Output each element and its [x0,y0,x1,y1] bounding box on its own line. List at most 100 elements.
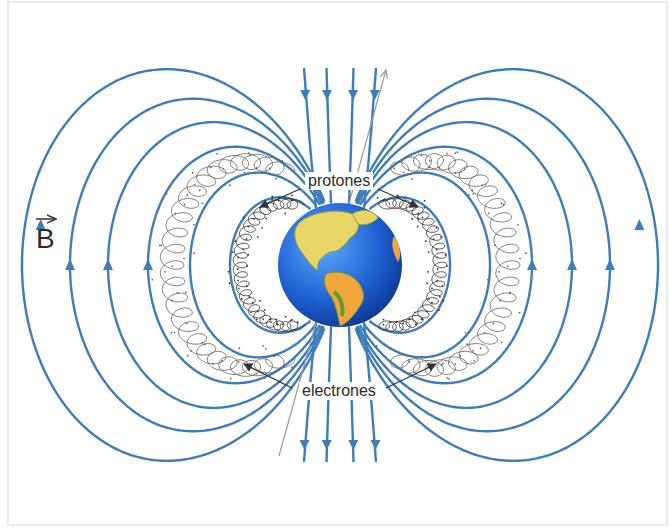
particle [223,168,225,170]
particle [439,167,441,169]
particle [257,236,259,238]
particle [192,172,194,174]
field-arrow [300,90,310,100]
forest [334,292,343,316]
particle [471,189,473,191]
particle [228,271,230,273]
earth-globe [278,203,402,327]
particle [256,318,258,320]
vector-arrow [36,218,56,220]
particle [446,153,448,155]
particle [428,167,430,169]
particle [499,300,501,302]
particle [193,252,195,254]
particle [171,300,173,302]
particle [442,300,444,302]
particle [472,350,474,352]
particle [459,355,461,357]
particle [440,236,442,238]
particle [447,377,449,379]
particle [257,311,259,313]
particle [433,238,435,240]
particle [235,240,237,242]
particle [415,324,417,326]
particle [383,324,385,326]
particle [454,152,456,154]
particle [183,258,185,260]
field-arrow [567,259,577,270]
particle [247,226,249,228]
field-arrow [348,440,358,450]
particle [253,218,255,220]
particle [277,324,279,326]
frame [8,2,667,525]
particle [237,280,239,282]
particle [269,168,271,170]
particle [248,363,250,365]
particle [262,345,264,347]
particle [414,311,416,313]
particle [519,258,521,260]
particle [264,377,266,379]
field-lines [22,68,658,462]
particle [262,151,264,153]
field-arrow [371,440,381,450]
particle [230,378,232,380]
particle [418,218,420,220]
particle [265,348,267,350]
field-arrow [527,259,537,270]
particle [151,279,153,281]
particle [395,321,397,323]
particle [409,361,411,363]
particle [484,332,486,334]
particle [166,193,168,195]
particle [221,360,223,362]
particle [246,238,248,240]
particle [421,355,423,357]
particle [186,323,188,325]
particle [445,254,447,256]
particle [436,280,438,282]
particle-label: electrones [299,382,379,400]
particle [446,265,448,267]
particle [421,319,423,321]
earth [278,203,402,327]
particle [242,249,244,251]
particle [464,168,466,170]
particle [408,318,410,320]
particle [291,200,293,202]
particle [389,321,391,323]
particle [442,285,444,287]
particle-trajectory [390,154,520,377]
particle [261,227,263,229]
particle [185,292,187,294]
particle [421,155,423,157]
particle [275,319,277,321]
particle [485,184,487,186]
south-america [324,272,363,326]
particle [472,193,474,195]
particle [243,216,245,218]
particle [436,257,438,259]
particle [480,347,482,349]
particle [517,224,519,226]
particle [411,218,413,220]
particle [501,342,503,344]
particle [170,332,172,334]
particle [259,300,261,302]
particle [244,171,246,173]
particle [429,160,431,162]
particle [159,244,161,246]
particle [423,207,425,209]
particle [411,178,413,180]
particle [466,343,468,345]
particle [519,312,521,314]
particle [442,363,444,365]
particle [256,373,258,375]
particle [487,244,489,246]
particle [494,244,496,246]
particle [389,348,391,350]
field-arrow [65,259,75,270]
particle [291,366,293,368]
particle [427,271,429,273]
